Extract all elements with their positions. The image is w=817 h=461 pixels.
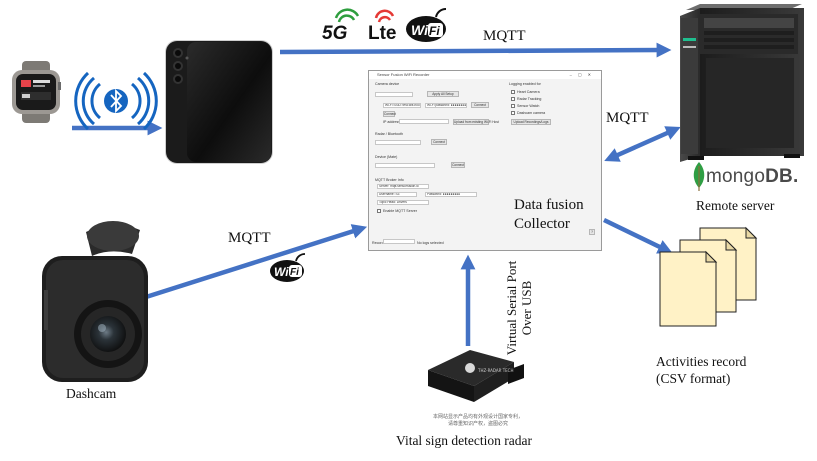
connect-top-button[interactable]: Connect <box>471 102 489 108</box>
mongodb-suffix: DB. <box>765 166 799 187</box>
mongodb-leaf-icon <box>693 162 705 191</box>
dashcam-label: Dashcam <box>66 386 117 401</box>
ip-address-label: IP address: <box>383 120 402 124</box>
logging-check-0[interactable] <box>511 90 515 94</box>
device-connect-button[interactable]: Connect <box>451 162 465 168</box>
lte-icon: Lte <box>368 9 397 44</box>
status-progress <box>383 239 415 244</box>
bluetooth-connect-button[interactable]: Connect <box>431 139 447 145</box>
logging-item-0: Heart Camera <box>517 90 540 94</box>
phone-server-mqtt-label: MQTT <box>483 28 526 44</box>
connect-button[interactable]: Connect <box>383 111 396 117</box>
bluetooth-select[interactable] <box>375 140 421 145</box>
ip-address-input[interactable] <box>399 119 449 124</box>
phone-to-server-arrow <box>279 42 672 58</box>
logging-check-3[interactable] <box>511 111 515 115</box>
collector-window-body: Camera device Apply All Setup Wi-Fi SSID… <box>369 79 601 250</box>
wifi-password-field[interactable]: Wi-Fi password: ●●●●●●●●●●●● <box>425 103 467 108</box>
camera-section-label: Camera device <box>375 82 400 86</box>
logging-section-label: Logging enabled for <box>509 82 541 86</box>
lte-label: Lte <box>368 23 397 44</box>
status-right: No logs selected <box>417 241 444 245</box>
logging-item-3: Dashcam camera <box>517 111 546 115</box>
logging-item-1: Radar Tracking <box>517 97 542 101</box>
radar-caption: 本网站显示产品均有外观设计国家专利， 请尊重知识产权，盗图必究 <box>432 414 523 427</box>
collector-to-csv-arrow <box>603 217 673 254</box>
mqtt-password-field[interactable]: Password: ●●●●●●●●● <box>425 192 477 197</box>
wifi-icon-top: Wi Fi <box>406 7 447 42</box>
collector-window-title: Sensor Fusion WiFi Recorder <box>377 72 430 77</box>
radar-device: THZ-RADAR TECH <box>428 350 524 402</box>
status-left: Record: <box>372 241 385 245</box>
help-button[interactable]: ? <box>589 229 595 235</box>
fiveg-label: 5G <box>322 23 348 44</box>
wifi-dash-wi: Wi <box>274 265 289 279</box>
server-collector-arrow <box>604 126 681 162</box>
fiveg-icon: 5G <box>322 8 360 44</box>
server-collector-mqtt-label: MQTT <box>606 110 649 126</box>
connect-status-button[interactable]: Upload from existing Wi-Fi Host <box>453 119 499 125</box>
enable-mqtt-checkbox[interactable] <box>377 209 381 213</box>
collector-label: Data fusion Collector <box>514 197 584 232</box>
camera-select[interactable] <box>375 92 413 97</box>
mqtt-section-label: MQTT Broker Info <box>375 178 404 182</box>
wifi-icon-dashcam: Wi Fi <box>270 253 306 282</box>
wifi-ssid-field[interactable]: Wi-Fi SSID: test-wifi-hoo <box>383 103 421 108</box>
mqtt-username-field[interactable]: Username: S3 <box>377 192 417 197</box>
wifi-top-wi: Wi <box>411 22 429 38</box>
wifi-top-fi: Fi <box>429 24 440 38</box>
mongodb-prefix: mongo <box>706 166 766 187</box>
remote-server-label: Remote server <box>696 198 775 213</box>
collector-app-window: Sensor Fusion WiFi Recorder –▢✕ Camera d… <box>368 70 602 251</box>
bluetooth-section-label: Radar / Bluetooth <box>375 132 403 136</box>
csv-documents <box>659 226 758 327</box>
radar-edge-label: Virtual Serial Port Over USB <box>504 260 534 356</box>
apply-button[interactable]: Apply All Setup <box>427 91 459 97</box>
logging-item-2: Sensor Watch <box>517 104 540 108</box>
device-select[interactable] <box>375 163 435 168</box>
device-section-label: Device (Mate) <box>375 155 398 159</box>
server-tower <box>680 4 804 162</box>
bluetooth-icon <box>74 71 158 131</box>
mongodb-logo: mongoDB. <box>706 166 798 188</box>
logging-check-2[interactable] <box>511 104 515 108</box>
wifi-dash-fi: Fi <box>290 267 299 278</box>
mqtt-server-field[interactable]: Server: mqtt.sensorfusion.io <box>377 184 429 189</box>
mqtt-topic-field[interactable]: Topic Head: Drivers <box>377 200 429 205</box>
dashcam <box>42 221 148 382</box>
dashcam-mqtt-label: MQTT <box>228 230 271 246</box>
logging-check-1[interactable] <box>511 97 515 101</box>
smartwatch <box>12 61 61 123</box>
activities-record-label: Activities record (CSV format) <box>656 354 747 386</box>
radar-label: Vital sign detection radar <box>396 433 533 448</box>
radar-brand: THZ-RADAR TECH <box>477 368 514 373</box>
upload-button[interactable]: Upload Recordings/Logs <box>511 119 551 125</box>
dashcam-to-collector-arrow <box>145 224 368 300</box>
window-controls[interactable]: –▢✕ <box>569 72 597 77</box>
enable-mqtt-label: Enable MQTT Server <box>383 209 417 213</box>
smartphone <box>165 40 273 164</box>
